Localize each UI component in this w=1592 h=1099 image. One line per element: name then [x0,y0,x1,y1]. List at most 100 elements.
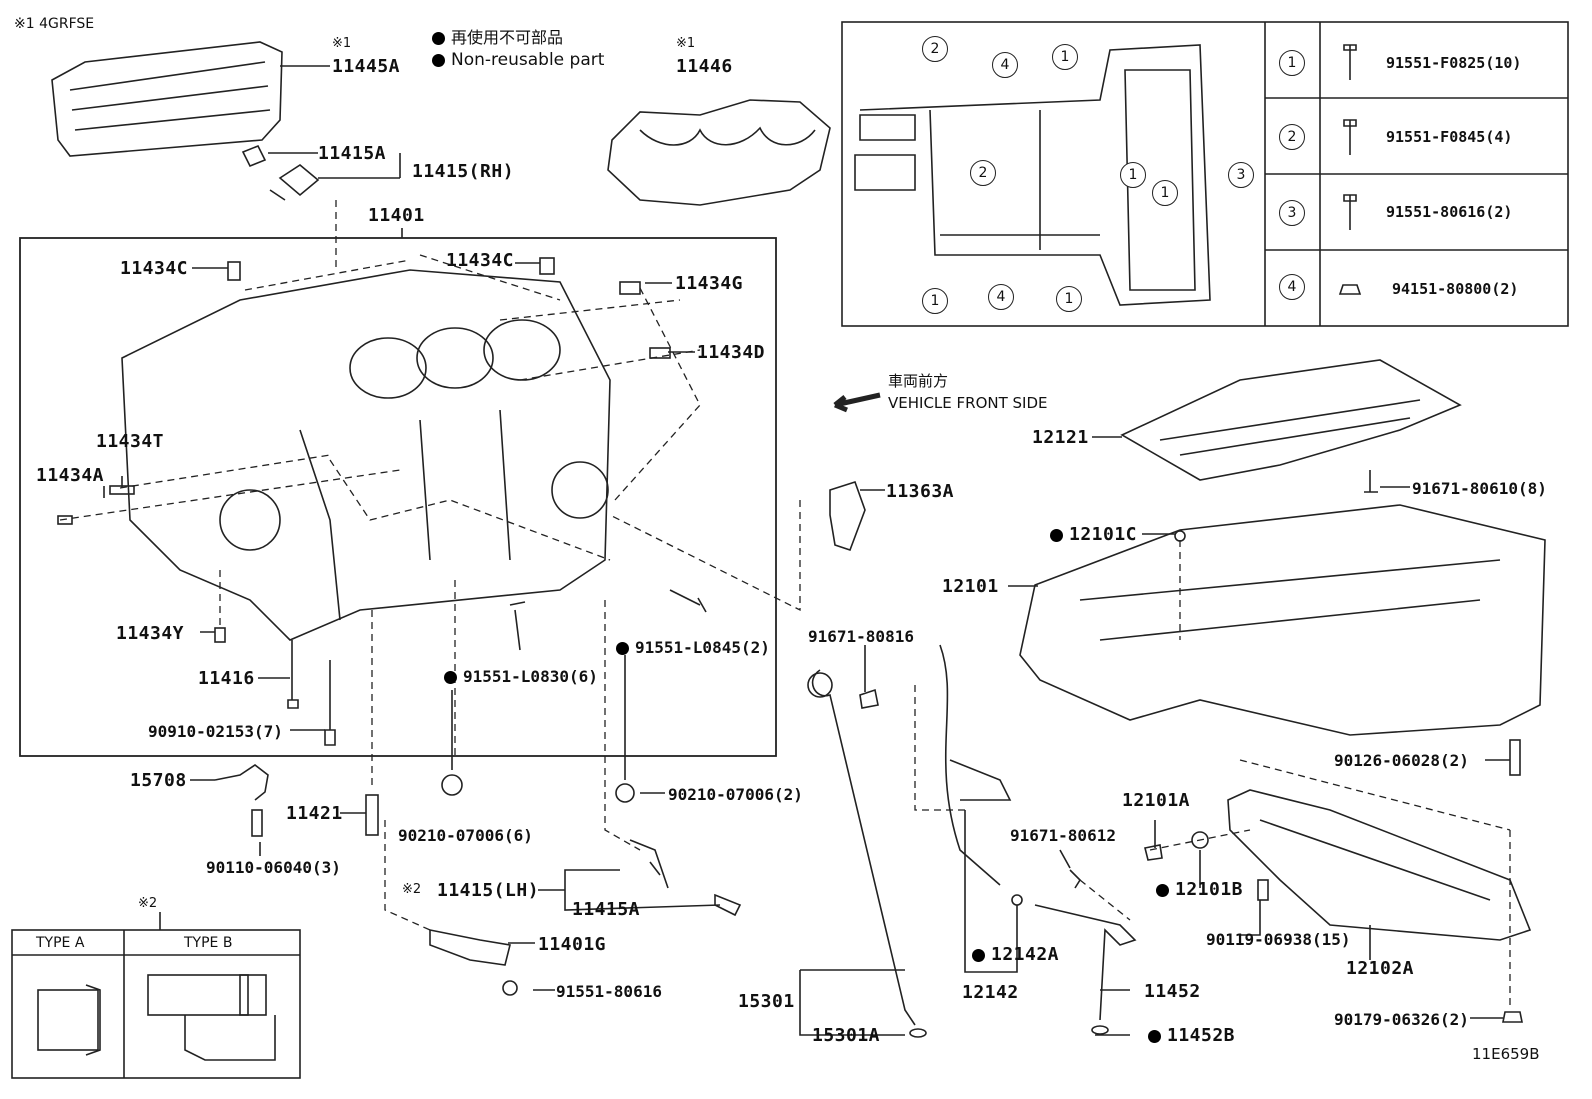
part-label-91671-80612[interactable]: 91671-80612 [1010,826,1116,845]
bolt-legend-part-1[interactable]: 91551-F0825(10) [1386,54,1522,72]
nonreusable-dot-icon [444,671,457,684]
part-label-12101C[interactable]: 12101C [1050,524,1137,545]
part-label-11421[interactable]: 11421 [286,803,343,824]
part-label-11401[interactable]: 11401 [368,205,425,226]
part-label-11415A-top[interactable]: 11415A [318,143,387,164]
nonreusable-dot-icon [972,948,985,962]
legend-nonreusable-en: Non-reusable part [432,50,604,70]
part-label-12101B[interactable]: 12101B [1156,879,1243,900]
note2-typebox: ※2 [138,896,158,911]
oil-pan-12102A-shape [1227,789,1532,941]
bolt-map-mark: 1 [1052,44,1078,70]
part-label-11415RH[interactable]: 11415(RH) [412,161,515,182]
bolt-map-mark: 3 [1228,162,1254,188]
part-label-91551-L0845-text: 91551-L0845(2) [635,638,770,657]
bolt-map-mark: 4 [992,52,1018,78]
part-label-90910-02153[interactable]: 90910-02153(7) [148,722,283,741]
bolt-map-mark: 2 [970,160,996,186]
pipe-11452-shape [1034,904,1137,1021]
part-label-91551-L0845[interactable]: 91551-L0845(2) [616,638,770,657]
cylinder-block-shape [121,269,611,641]
guide-12142-shape [939,644,1001,886]
engine-note: ※1 4GRFSE [14,16,95,32]
part-label-90179-06326[interactable]: 90179-06326(2) [1334,1010,1469,1029]
part-label-11434D[interactable]: 11434D [697,342,766,363]
part-label-90210-07006-6[interactable]: 90210-07006(6) [398,826,533,845]
bolt-map-mark: 4 [988,284,1014,310]
part-label-90110-06040[interactable]: 90110-06040(3) [206,858,341,877]
part-label-11363A[interactable]: 11363A [886,481,955,502]
part-label-12142[interactable]: 12142 [962,982,1019,1003]
bolt-map-mark: 1 [1120,162,1146,188]
part-label-11434Y[interactable]: 11434Y [116,623,185,644]
nonreusable-dot-icon [1050,528,1063,542]
part-label-91551-L0830-text: 91551-L0830(6) [463,667,598,686]
part-label-12101C-text: 12101C [1069,524,1138,545]
bolt-legend-num-2: 2 [1279,124,1305,150]
bolt-map-mark: 1 [1056,286,1082,312]
part-label-11415A-bottom[interactable]: 11415A [572,899,641,920]
dipstick-15301-shape [811,669,916,1026]
nonreusable-dot-icon [616,642,629,655]
nonreusable-dot-icon [432,53,445,67]
note1-11446: ※1 [676,36,696,51]
part-label-12121[interactable]: 12121 [1032,427,1089,448]
part-label-12101[interactable]: 12101 [942,576,999,597]
legend-nonreusable-cn: 再使用不可部品 [432,24,563,48]
note2-11415LH: ※2 [402,882,422,897]
bolt-map-mark: 1 [1152,180,1178,206]
bolt-map-mark: 1 [922,288,948,314]
part-label-90126-06028[interactable]: 90126-06028(2) [1334,751,1469,770]
type-a-label: TYPE A [36,935,85,951]
part-label-91551-80616[interactable]: 91551-80616 [556,982,662,1001]
baffle-12121-shape [1120,359,1462,481]
legend-cn-text: 再使用不可部品 [451,28,564,47]
part-label-12101A[interactable]: 12101A [1122,790,1191,811]
bolt-legend-part-3[interactable]: 91551-80616(2) [1386,203,1513,221]
nonreusable-dot-icon [1156,883,1169,897]
part-label-11401G[interactable]: 11401G [538,934,607,955]
part-label-11452B-text: 11452B [1167,1025,1236,1046]
part-label-11434G[interactable]: 11434G [675,273,744,294]
part-label-90119-06938[interactable]: 90119-06938(15) [1206,930,1351,949]
part-label-11446[interactable]: 11446 [676,56,733,77]
part-label-12142A[interactable]: 12142A [972,944,1059,965]
bolt-legend-num-4: 4 [1279,274,1305,300]
part-label-11445A[interactable]: 11445A [332,56,401,77]
part-label-12101B-text: 12101B [1175,879,1244,900]
part-label-91671-80610[interactable]: 91671-80610(8) [1412,479,1547,498]
type-b-label: TYPE B [184,935,233,951]
part-label-15708[interactable]: 15708 [130,770,187,791]
part-label-11415LH[interactable]: 11415(LH) [437,880,540,901]
nonreusable-dot-icon [1148,1029,1161,1043]
diagram-id: 11E659B [1472,1045,1540,1063]
part-label-11434C-left[interactable]: 11434C [120,258,189,279]
oil-pan-12101-shape [1019,504,1546,736]
block-box [19,237,777,757]
legend-en-text: Non-reusable part [451,50,605,70]
note1-11445A: ※1 [332,36,352,51]
part-label-91551-L0830[interactable]: 91551-L0830(6) [444,667,598,686]
bolt-legend-num-3: 3 [1279,200,1305,226]
bolt-legend-num-1: 1 [1279,50,1305,76]
part-label-11434A[interactable]: 11434A [36,465,105,486]
part-label-11452[interactable]: 11452 [1144,981,1201,1002]
part-label-15301[interactable]: 15301 [738,991,795,1012]
nonreusable-dot-icon [432,32,445,45]
direction-en: VEHICLE FRONT SIDE [888,394,1048,412]
gasket-11446-shape [607,99,831,206]
direction-cn: 車両前方 [888,372,949,390]
part-label-91671-80816[interactable]: 91671-80816 [808,627,914,646]
part-label-11452B[interactable]: 11452B [1148,1025,1235,1046]
part-label-11416[interactable]: 11416 [198,668,255,689]
bolt-legend-part-2[interactable]: 91551-F0845(4) [1386,128,1513,146]
part-label-11434C-mid[interactable]: 11434C [446,250,515,271]
part-label-15301A[interactable]: 15301A [812,1025,881,1046]
part-label-11434T[interactable]: 11434T [96,431,165,452]
bolt-legend-part-4[interactable]: 94151-80800(2) [1392,280,1519,298]
part-label-90210-07006-2[interactable]: 90210-07006(2) [668,785,803,804]
bolt-map-mark: 2 [922,36,948,62]
cover-11445A-shape [51,41,283,157]
part-label-12102A[interactable]: 12102A [1346,958,1415,979]
